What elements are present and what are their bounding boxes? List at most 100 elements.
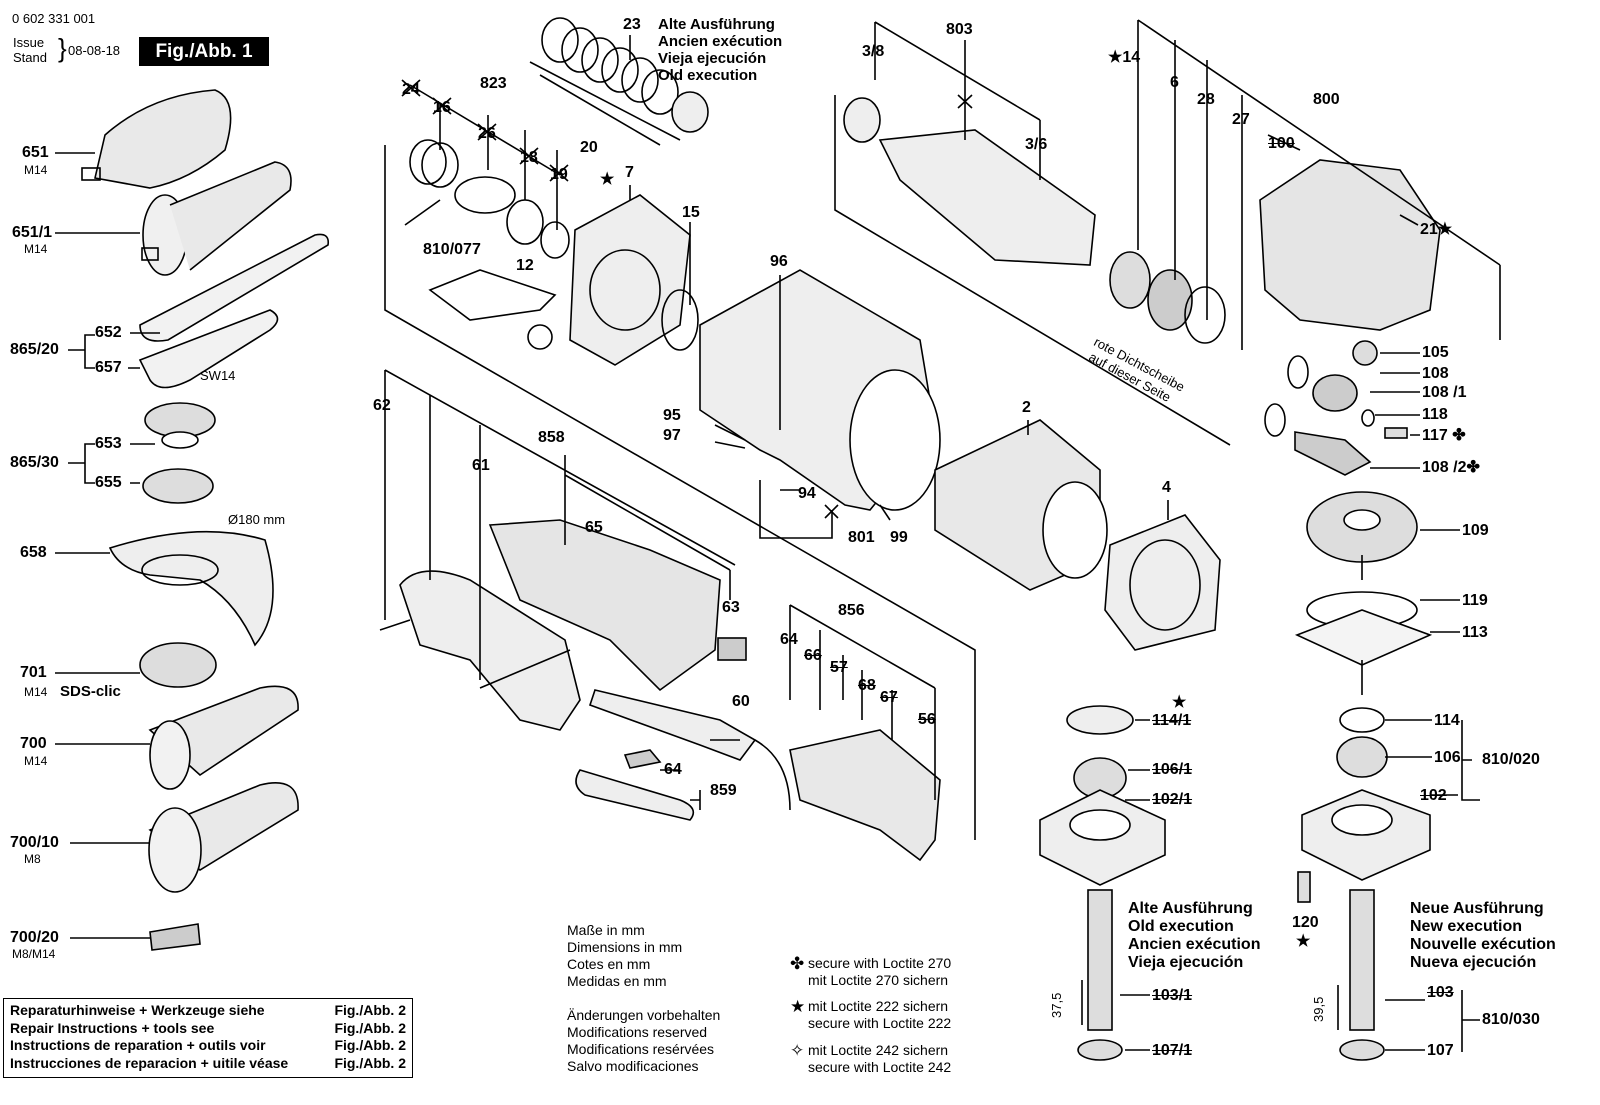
repair-row: Instructions de reparation + outils voir… (10, 1037, 406, 1055)
brush-springs-23 (529, 17, 709, 146)
armature-803 (878, 129, 1096, 266)
part-117: 117 ✤ (1422, 427, 1466, 444)
thread-label: M14 (24, 685, 48, 699)
part-7: 7 (625, 164, 634, 181)
repair-figure-link[interactable]: Fig./Abb. 2 (334, 1019, 406, 1036)
part-103-1: 103/1 (1152, 987, 1193, 1004)
dim-note-de: Maße in mm (567, 922, 645, 938)
end-shield-4 (1104, 514, 1221, 651)
loctite-222-de: mit Loctite 222 sichern (808, 998, 949, 1014)
mod-note-fr: Modifications resérvées (567, 1041, 715, 1057)
bearing-105 (1352, 340, 1378, 366)
part-14: ★14 (1108, 49, 1141, 66)
repair-figure-link[interactable]: Fig./Abb. 2 (334, 1054, 406, 1071)
part-810-030: 810/030 (1482, 1011, 1540, 1028)
part-6: 6 (1170, 74, 1179, 91)
part-700: 700 (20, 735, 47, 752)
part-120: 120 (1292, 914, 1319, 931)
part-810-077: 810/077 (423, 241, 481, 258)
part-16: 16 (433, 99, 451, 116)
outline-star-icon: ✧ (790, 1041, 805, 1060)
bearing-14 (1109, 251, 1151, 309)
old-execution-bottom: Alte Ausführung Old execution Ancien exé… (1128, 900, 1260, 972)
part-97: 97 (663, 427, 681, 444)
side-handle-651-1 (141, 161, 292, 276)
handle-shell-858 (488, 519, 721, 692)
part-119: 119 (1462, 592, 1488, 609)
part-4: 4 (1162, 479, 1171, 496)
part-106-1: 106/1 (1152, 761, 1193, 778)
repair-text: Instrucciones de reparacion + uitile véa… (10, 1054, 289, 1071)
part-65: 65 (585, 519, 603, 536)
screw-120 (1297, 871, 1311, 903)
thread-label: M8 (24, 852, 41, 866)
adapter-700-20 (149, 923, 201, 951)
star-icon: ★ (1296, 933, 1311, 950)
part-20: 20 (580, 139, 598, 156)
part-105: 105 (1422, 344, 1449, 361)
loctite-270-en: secure with Loctite 270 (808, 955, 952, 971)
repair-figure-link[interactable]: Fig./Abb. 2 (334, 1002, 406, 1018)
switch-module-856 (789, 729, 941, 862)
star-icon: ★ (790, 997, 806, 1016)
modifications-note: Änderungen vorbehalten Modifications res… (567, 1007, 720, 1075)
part-700-10: 700/10 (10, 834, 59, 851)
old-exec-top-en: Old execution (658, 67, 758, 84)
part-66: 66 (804, 647, 822, 664)
bearing-flange-7 (569, 194, 691, 366)
old-exec-es: Vieja ejecución (1128, 954, 1244, 971)
part-859: 859 (710, 782, 737, 799)
new-exec-fr: Nouvelle exécution (1410, 936, 1556, 953)
part-865-20: 865/20 (10, 341, 59, 358)
thread-label: M14 (24, 754, 48, 768)
part-21: 21★ (1420, 221, 1453, 238)
part-701: 701 (20, 664, 47, 681)
old-exec-top-fr: Ancien exécution (658, 33, 783, 50)
cable-60 (588, 689, 757, 761)
dim-note-en: Dimensions in mm (567, 939, 683, 955)
spindle-103 (1349, 889, 1375, 1031)
switch-63 (717, 637, 747, 661)
sds-clic-logo: SDS-clic (60, 683, 121, 700)
part-27: 27 (1232, 111, 1250, 128)
new-exec-en: New execution (1410, 918, 1523, 935)
dim-note-fr: Cotes en mm (567, 956, 651, 972)
old-exec-en: Old execution (1128, 918, 1234, 935)
part-858: 858 (538, 429, 565, 446)
part-700-20: 700/20 (10, 929, 59, 946)
guard-658 (108, 530, 274, 647)
part-102-1: 102/1 (1152, 791, 1193, 808)
part-865-30: 865/30 (10, 454, 59, 471)
brace-icon: } (58, 33, 67, 63)
part-19: 19 (550, 166, 568, 183)
part-3-6: 3/6 (1025, 136, 1048, 153)
part-107-1: 107/1 (1152, 1042, 1193, 1059)
quick-nut-701 (139, 642, 217, 688)
sleeve-859 (575, 769, 695, 821)
issue-date: 08-08-18 (68, 43, 121, 58)
handle-shell-61 (399, 570, 581, 731)
o-ring-28 (1184, 286, 1226, 344)
part-106: 106 (1434, 749, 1461, 766)
part-108: 108 (1422, 365, 1449, 382)
part-801: 801 (848, 529, 875, 546)
circlip-114-1 (1066, 705, 1134, 735)
part-26: 26 (478, 125, 496, 142)
part-657: 657 (95, 359, 122, 376)
part-96: 96 (770, 253, 788, 270)
part-64: 64 (664, 761, 682, 778)
mod-note-en: Modifications reserved (567, 1024, 708, 1040)
part-114: 114 (1434, 712, 1460, 729)
side-handle-651 (81, 89, 232, 189)
loctite-270-de: mit Loctite 270 sichern (808, 972, 949, 988)
repair-figure-link[interactable]: Fig./Abb. 2 (334, 1037, 406, 1053)
part-99: 99 (890, 529, 908, 546)
old-execution-top: Alte Ausführung Ancien exécution Vieja e… (658, 16, 782, 84)
part-810-020: 810/020 (1482, 751, 1540, 768)
part-651: 651 (22, 144, 49, 161)
pinion-108-2 (1294, 431, 1372, 476)
part-655: 655 (95, 474, 122, 491)
